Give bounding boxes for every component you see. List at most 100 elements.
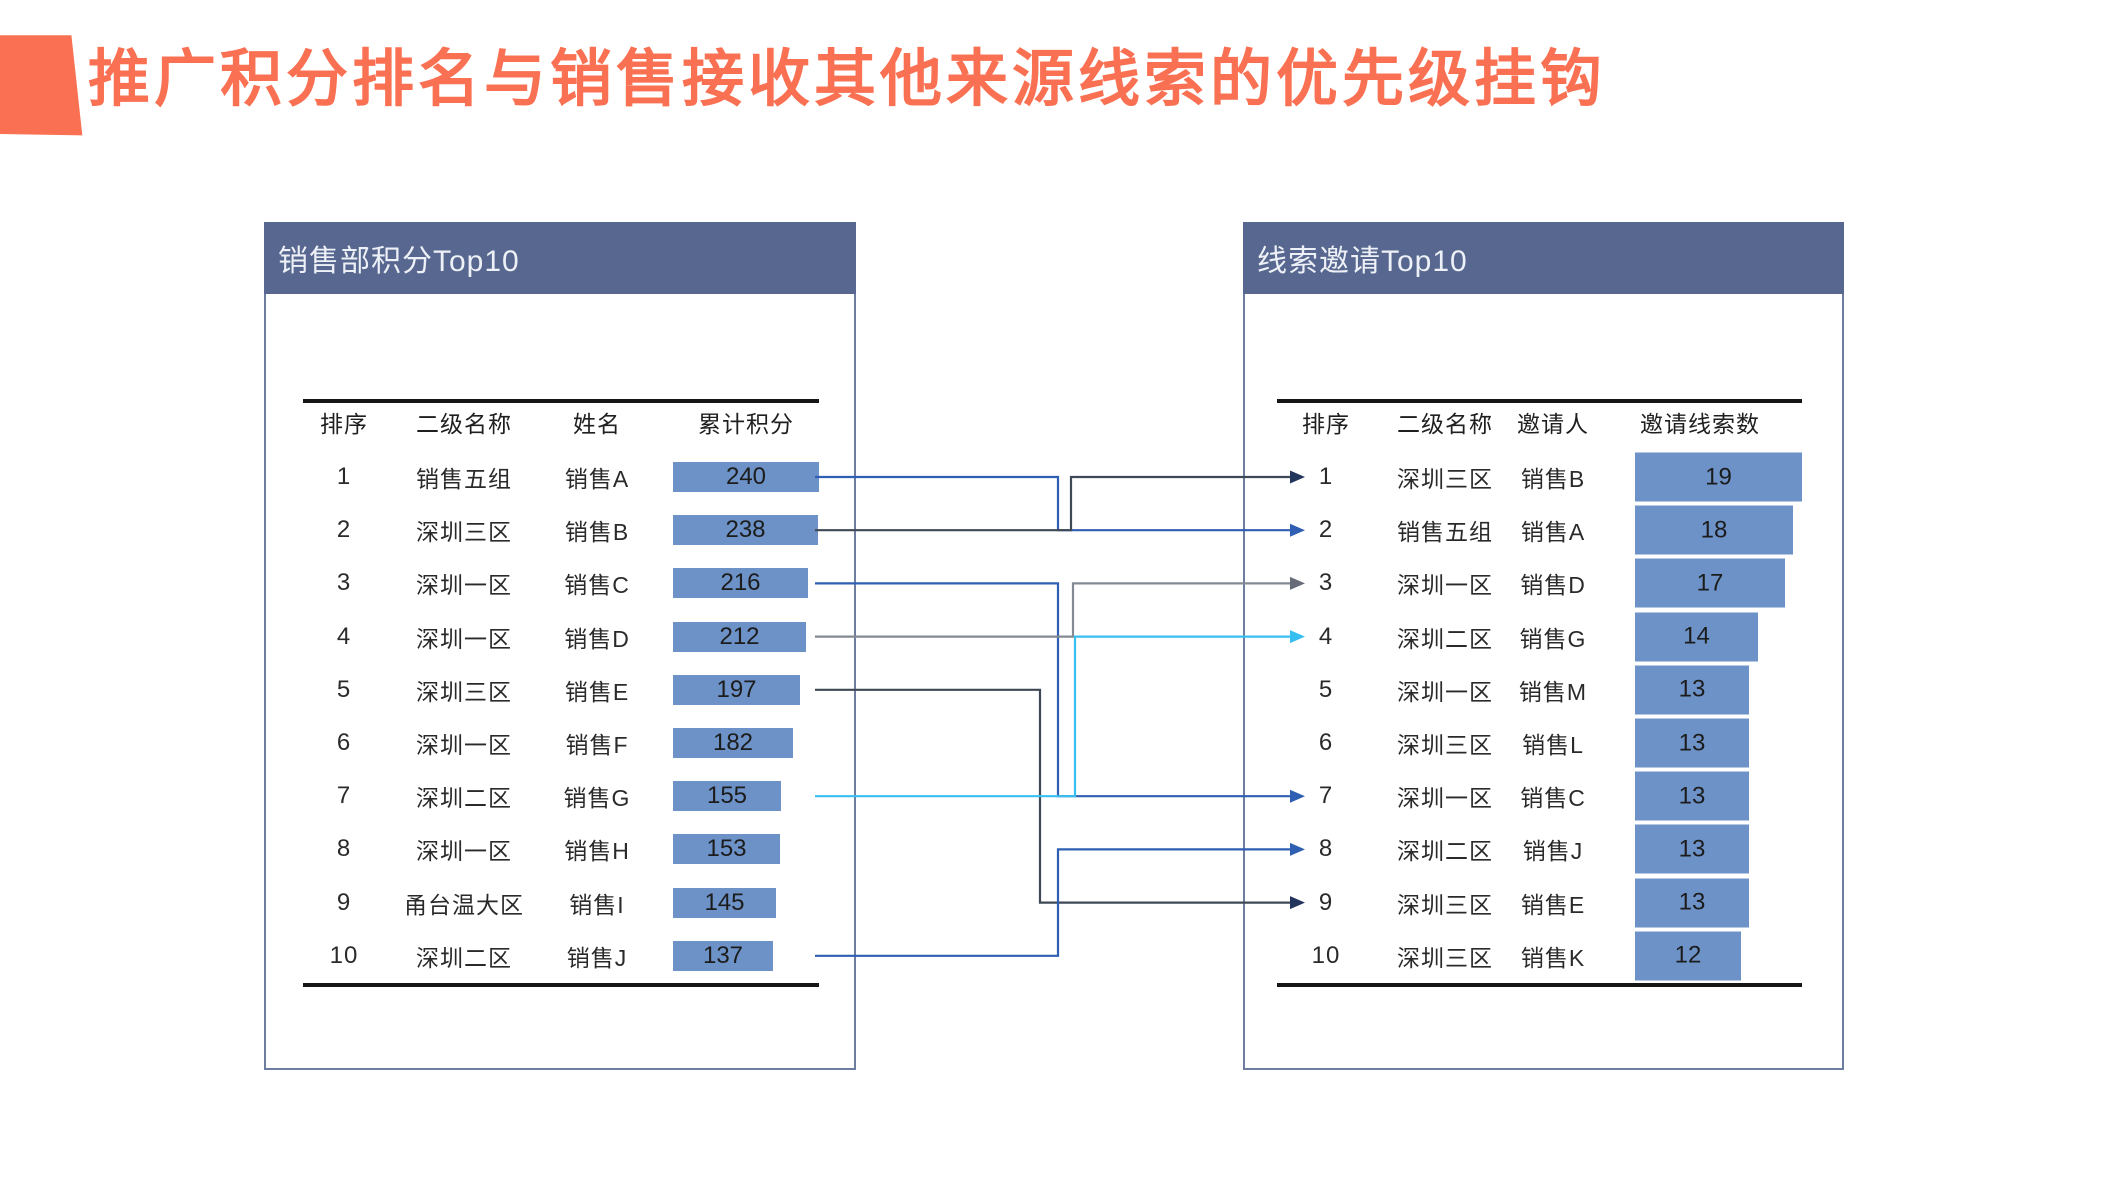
right-rank-cell: 10 bbox=[1311, 941, 1341, 969]
left-column-header: 累计积分 bbox=[698, 411, 794, 437]
title-accent-shape bbox=[0, 35, 83, 136]
left-name-cell: 销售F bbox=[565, 732, 629, 758]
left-rank-cell: 1 bbox=[336, 463, 352, 490]
right-column-header: 二级名称 bbox=[1397, 411, 1493, 437]
left-rank-cell: 3 bbox=[336, 569, 352, 597]
right-group-cell: 深圳二区 bbox=[1397, 625, 1493, 652]
left-name-cell: 销售B bbox=[564, 519, 630, 546]
left-panel-title: 销售部积分Top10 bbox=[278, 245, 520, 278]
left-value-bar: 197 bbox=[673, 674, 800, 705]
right-group-cell: 深圳二区 bbox=[1397, 838, 1493, 865]
right-rank-cell: 1 bbox=[1318, 463, 1334, 490]
right-name-cell: 销售L bbox=[1522, 732, 1584, 758]
left-table-bottom-rule bbox=[303, 983, 819, 987]
left-rank-cell: 5 bbox=[336, 675, 352, 703]
left-value-bar: 182 bbox=[673, 728, 793, 758]
left-group-cell: 深圳二区 bbox=[416, 944, 512, 971]
right-group-cell: 销售五组 bbox=[1397, 519, 1493, 546]
right-value-bar: 14 bbox=[1635, 612, 1758, 662]
right-rank-cell: 3 bbox=[1318, 569, 1334, 597]
left-rank-cell: 10 bbox=[329, 941, 359, 969]
right-group-cell: 深圳三区 bbox=[1397, 732, 1493, 758]
right-rank-cell: 2 bbox=[1318, 516, 1334, 544]
right-value-bar: 12 bbox=[1635, 931, 1741, 981]
left-rank-cell: 7 bbox=[336, 782, 352, 810]
left-group-cell: 深圳三区 bbox=[416, 678, 512, 705]
right-group-cell: 深圳一区 bbox=[1397, 678, 1493, 705]
right-name-cell: 销售E bbox=[1520, 891, 1586, 918]
left-value-bar: 238 bbox=[673, 515, 818, 546]
connector-line-销售J bbox=[815, 848, 1293, 957]
right-rank-cell: 4 bbox=[1318, 622, 1334, 650]
left-value-bar: 137 bbox=[673, 940, 773, 971]
left-value-bar: 153 bbox=[673, 834, 780, 865]
right-value-bar: 13 bbox=[1635, 718, 1749, 768]
left-group-cell: 深圳一区 bbox=[416, 625, 512, 652]
left-name-cell: 销售C bbox=[564, 572, 630, 599]
right-column-header: 排序 bbox=[1302, 411, 1350, 437]
left-group-cell: 甬台温大区 bbox=[404, 891, 524, 918]
left-rank-cell: 2 bbox=[336, 516, 352, 544]
connector-line-销售E bbox=[815, 688, 1293, 904]
right-name-cell: 销售C bbox=[1520, 785, 1586, 812]
right-group-cell: 深圳一区 bbox=[1397, 572, 1493, 599]
connector-line-销售G bbox=[815, 635, 1293, 798]
right-value-bar: 13 bbox=[1635, 824, 1749, 874]
left-name-cell: 销售G bbox=[563, 785, 631, 812]
left-rank-cell: 8 bbox=[336, 835, 352, 863]
right-table-bottom-rule bbox=[1277, 983, 1802, 987]
right-value-bar: 13 bbox=[1635, 878, 1749, 928]
page-title: 推广积分排名与销售接收其他来源线索的优先级挂钩 bbox=[88, 45, 1607, 114]
right-value-bar: 19 bbox=[1635, 452, 1802, 502]
right-column-header: 邀请线索数 bbox=[1640, 411, 1760, 437]
right-rank-cell: 7 bbox=[1318, 782, 1334, 810]
left-value-bar: 240 bbox=[673, 462, 819, 492]
right-panel-title: 线索邀请Top10 bbox=[1257, 245, 1468, 278]
right-name-cell: 销售D bbox=[1520, 572, 1586, 599]
connector-line-销售B bbox=[815, 475, 1293, 532]
left-group-cell: 销售五组 bbox=[416, 466, 512, 492]
left-column-header: 二级名称 bbox=[416, 411, 512, 437]
right-group-cell: 深圳三区 bbox=[1397, 891, 1493, 918]
right-name-cell: 销售M bbox=[1518, 678, 1588, 705]
left-name-cell: 销售J bbox=[566, 944, 628, 971]
right-name-cell: 销售B bbox=[1520, 466, 1586, 492]
left-name-cell: 销售A bbox=[564, 466, 630, 492]
right-table-top-rule bbox=[1277, 399, 1802, 403]
left-column-header: 姓名 bbox=[573, 411, 621, 437]
left-group-cell: 深圳三区 bbox=[416, 519, 512, 546]
connector-line-销售D bbox=[815, 582, 1293, 638]
left-name-cell: 销售D bbox=[564, 625, 630, 652]
right-name-cell: 销售J bbox=[1522, 838, 1584, 865]
right-rank-cell: 5 bbox=[1318, 675, 1334, 703]
left-value-bar: 216 bbox=[673, 568, 808, 599]
right-name-cell: 销售K bbox=[1520, 944, 1586, 971]
right-rank-cell: 6 bbox=[1318, 729, 1334, 756]
left-rank-cell: 6 bbox=[336, 729, 352, 756]
connector-line-销售A bbox=[815, 475, 1293, 532]
right-rank-cell: 8 bbox=[1318, 835, 1334, 863]
left-group-cell: 深圳一区 bbox=[416, 572, 512, 599]
left-group-cell: 深圳一区 bbox=[416, 838, 512, 865]
right-value-bar: 13 bbox=[1635, 665, 1749, 715]
left-value-bar: 155 bbox=[673, 781, 781, 812]
left-value-bar: 212 bbox=[673, 621, 806, 652]
right-name-cell: 销售A bbox=[1520, 519, 1586, 546]
left-table-top-rule bbox=[303, 399, 819, 403]
left-panel-banner: 销售部积分Top10 bbox=[264, 222, 856, 294]
right-group-cell: 深圳三区 bbox=[1397, 466, 1493, 492]
right-panel-banner: 线索邀请Top10 bbox=[1243, 222, 1844, 294]
right-column-header: 邀请人 bbox=[1517, 411, 1589, 437]
right-value-bar: 18 bbox=[1635, 505, 1793, 555]
right-name-cell: 销售G bbox=[1519, 625, 1587, 652]
left-group-cell: 深圳一区 bbox=[416, 732, 512, 758]
left-name-cell: 销售I bbox=[569, 891, 625, 918]
left-group-cell: 深圳二区 bbox=[416, 785, 512, 812]
right-rank-cell: 9 bbox=[1318, 888, 1334, 916]
left-name-cell: 销售H bbox=[564, 838, 630, 865]
left-name-cell: 销售E bbox=[564, 678, 630, 705]
left-rank-cell: 9 bbox=[336, 888, 352, 916]
left-column-header: 排序 bbox=[320, 411, 368, 437]
right-value-bar: 17 bbox=[1635, 558, 1785, 608]
